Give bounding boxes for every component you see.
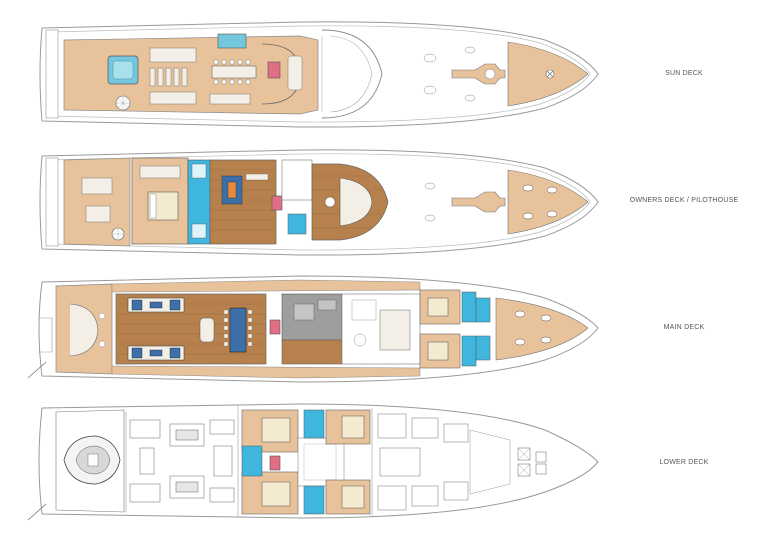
sun-deck-aft-stairs <box>45 29 59 119</box>
main-dining-table <box>229 307 247 353</box>
owners-aft-deck <box>63 157 131 247</box>
guest-bath-mid <box>303 409 325 439</box>
bow-foredeck <box>495 297 589 361</box>
radar-mast <box>423 53 437 63</box>
deck-label-lower: LOWER DECK <box>659 459 709 466</box>
deck-label-owners: OWNERS DECK / PILOTHOUSE <box>629 197 739 204</box>
foredeck-walkway <box>451 63 506 85</box>
sun-deck-floor <box>63 35 319 115</box>
guest-bath-aft <box>241 445 263 477</box>
sun-deck-plan <box>39 21 599 128</box>
pantry <box>281 159 313 201</box>
bar-counter <box>217 33 247 49</box>
sun-loungers <box>149 67 188 87</box>
sunpad <box>149 47 197 63</box>
lower-deck-plan <box>27 403 599 521</box>
lower-lobby <box>297 437 345 487</box>
main-deck-plan <box>27 275 599 383</box>
dining-chairs <box>213 59 251 85</box>
lift-icon <box>269 319 281 335</box>
owners-saloon <box>209 159 277 245</box>
engine-room-machinery <box>129 419 235 503</box>
vip-bath-port <box>461 291 477 323</box>
crew-quarters <box>377 413 469 511</box>
main-side-decks <box>111 279 421 293</box>
sun-deck-bulwark <box>49 25 591 123</box>
helm-icon <box>339 177 373 227</box>
deck-label-main: MAIN DECK <box>663 324 705 331</box>
bow-foredeck <box>507 169 589 235</box>
deck-label-sun: SUN DECK <box>665 70 703 77</box>
vip-bath-starboard <box>461 335 477 367</box>
lift-icon <box>271 195 283 211</box>
lift-icon <box>267 61 281 79</box>
lift-icon <box>269 455 281 471</box>
hardtop-arch <box>321 29 383 119</box>
owners-deck-plan <box>39 149 599 256</box>
dining-table <box>211 65 257 79</box>
